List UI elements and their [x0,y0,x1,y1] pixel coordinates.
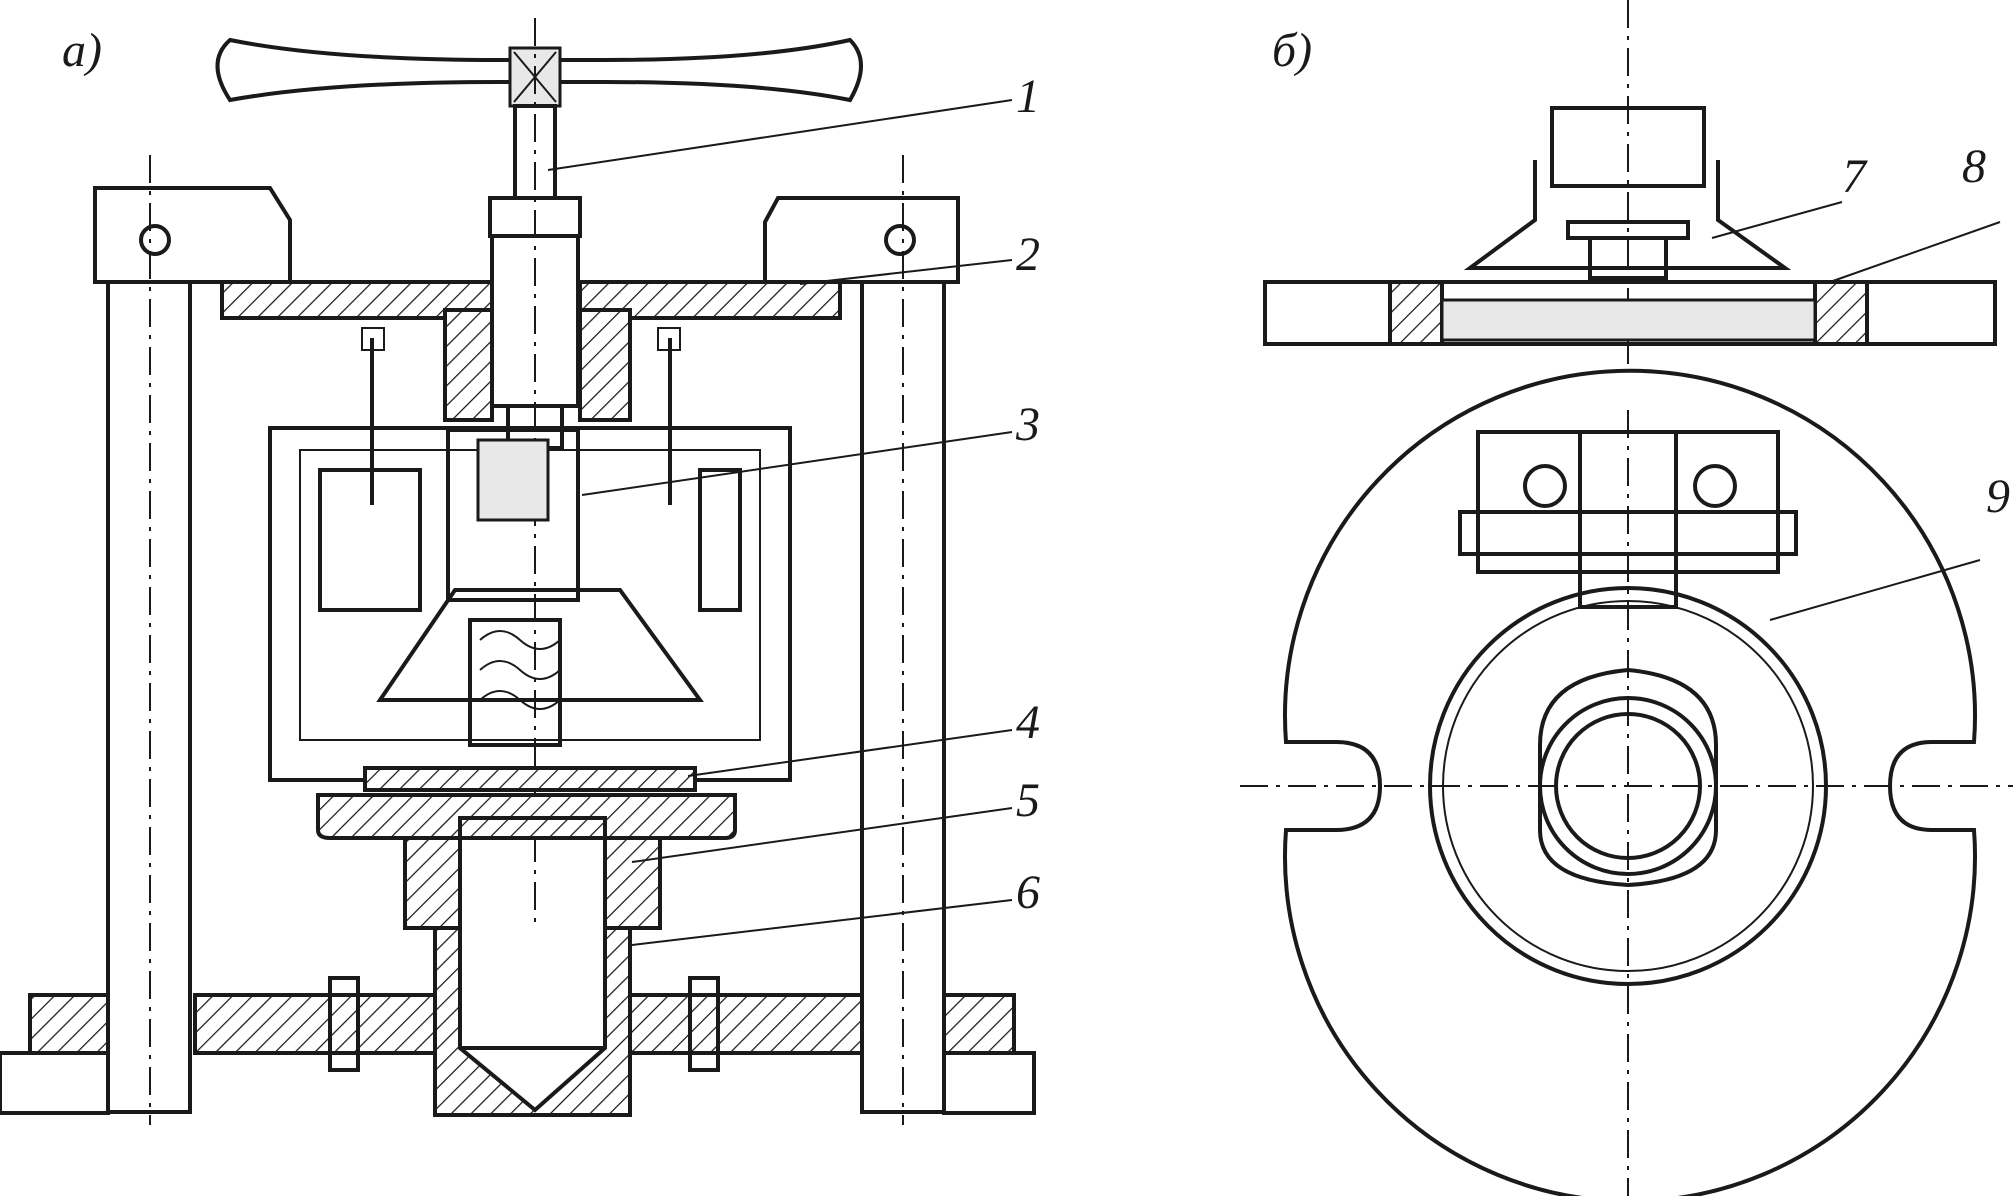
callout-5: 5 [1016,774,1040,827]
crosshead [220,280,842,422]
callout-4: 4 [1016,696,1040,749]
callout-7: 7 [1842,150,1868,203]
callout-3: 3 [1015,398,1040,451]
callout-2: 2 [1016,228,1040,281]
pump-housing [268,327,792,782]
fixture-elevation [1263,0,1997,370]
fixture-plan [1240,368,2013,1196]
callout-9: 9 [1986,470,2010,523]
callout-8: 8 [1962,140,1986,193]
guide-columns [106,155,946,1125]
view-a-press [0,18,1036,1125]
base-plate [0,976,1036,1115]
leaders-view-a [547,99,1013,946]
view-label-b: б) [1272,24,1312,77]
leaders-view-b [1711,201,2001,621]
lower-support [316,793,737,1117]
callout-6: 6 [1016,866,1040,919]
view-b-fixture [1240,0,2013,1196]
t-handle [215,37,863,108]
seal-ring [363,766,697,792]
view-label-a: a) [62,24,102,77]
callout-1: 1 [1016,70,1040,123]
